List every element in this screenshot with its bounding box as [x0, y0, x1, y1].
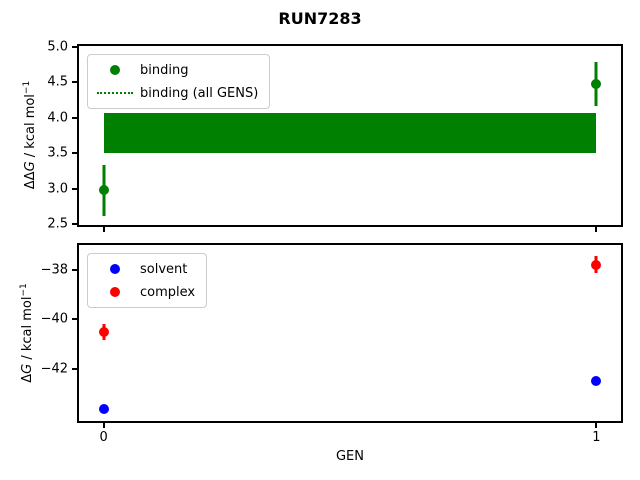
top-plot-area: 5.0 4.5 4.0 3.5 3.0 2.5 — [47, 40, 621, 232]
y-tick-label: −42 — [40, 361, 68, 377]
x-axis-label: GEN — [335, 449, 364, 464]
y-tick-mark — [72, 223, 77, 226]
figure-title: RUN7283 — [278, 9, 362, 28]
complex-marker-icon — [94, 287, 136, 297]
y-tick-mark — [72, 367, 77, 370]
legend-item-binding: binding — [94, 60, 258, 80]
legend-label-binding: binding — [140, 62, 189, 78]
x-tick-mark — [595, 423, 598, 428]
y-tick-label: 5.0 — [47, 39, 68, 55]
ylabel-exponent: −1 — [21, 80, 32, 95]
x-tick-mark — [102, 423, 105, 428]
dotted-line-icon — [94, 92, 136, 94]
x-tick-mark — [595, 227, 598, 232]
y-tick-mark — [72, 45, 77, 48]
y-tick-mark — [72, 187, 77, 190]
x-tick-label: 0 — [99, 430, 108, 445]
y-tick-mark — [72, 116, 77, 119]
y-tick-mark — [72, 81, 77, 84]
bottom-axes: −38 −40 −42 0 1 solvent complex — [41, 243, 623, 444]
data-point-complex — [591, 259, 602, 270]
ylabel-delta: Δ — [20, 373, 36, 383]
ylabel-unit: / kcal mol — [23, 94, 39, 162]
x-tick-mark — [102, 227, 105, 232]
legend-item-binding-all-gens: binding (all GENS) — [94, 83, 258, 103]
bottom-plot-area: −38 −40 −42 0 1 — [41, 245, 621, 444]
ylabel-variable: G — [23, 161, 39, 172]
ylabel-unit: / kcal mol — [20, 296, 36, 364]
legend-label-binding-all-gens: binding (all GENS) — [140, 85, 259, 101]
solvent-marker-icon — [94, 264, 136, 274]
y-tick-label: −40 — [40, 311, 68, 327]
legend-label-solvent: solvent — [140, 261, 188, 277]
legend-item-complex: complex — [94, 282, 195, 302]
ylabel-variable: G — [20, 363, 36, 374]
data-point-binding — [98, 185, 109, 196]
y-tick-mark — [72, 318, 77, 321]
top-legend: binding binding (all GENS) — [87, 54, 271, 109]
bottom-y-axis-label: ΔG / kcal mol−1 — [19, 283, 35, 383]
binding-marker-icon — [94, 65, 136, 75]
x-tick-label: 1 — [592, 430, 601, 445]
y-tick-label: 4.5 — [47, 74, 68, 90]
bottom-legend: solvent complex — [87, 253, 208, 308]
legend-item-solvent: solvent — [94, 259, 195, 279]
confidence-band — [103, 113, 597, 154]
data-point-complex — [98, 326, 109, 337]
data-point-solvent — [591, 376, 602, 387]
data-point-binding — [591, 78, 602, 89]
y-tick-mark — [72, 268, 77, 271]
y-tick-label: 3.0 — [47, 181, 68, 197]
top-y-axis-label: ΔΔG / kcal mol−1 — [22, 81, 38, 189]
ylabel-exponent: −1 — [18, 283, 29, 297]
top-axes: 5.0 4.5 4.0 3.5 3.0 2.5 binding binding (all … — [47, 40, 623, 232]
data-point-solvent — [98, 403, 109, 414]
y-tick-label: 4.0 — [47, 110, 68, 126]
legend-label-complex: complex — [140, 284, 196, 300]
y-tick-mark — [72, 152, 77, 155]
y-tick-label: −38 — [40, 262, 68, 278]
y-tick-label: 2.5 — [47, 216, 68, 232]
y-tick-label: 3.5 — [47, 145, 68, 161]
ylabel-delta: ΔΔ — [23, 171, 39, 190]
